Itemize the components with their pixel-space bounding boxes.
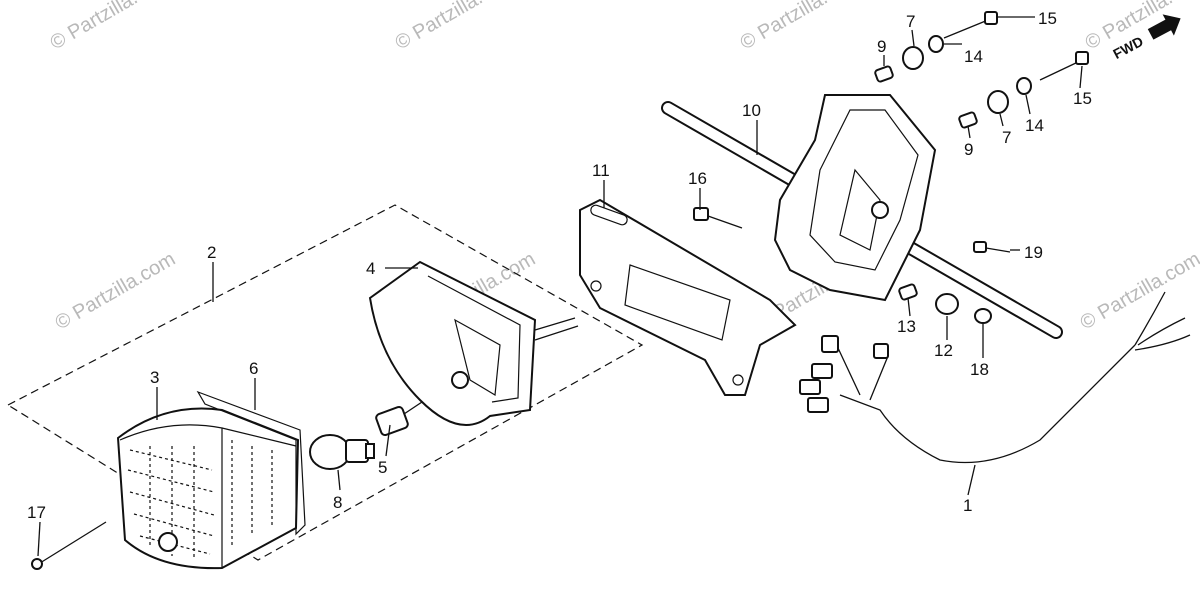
- callout-11: 11: [592, 161, 610, 180]
- callout-7a: 7: [906, 12, 915, 31]
- callout-4: 4: [366, 259, 375, 278]
- watermark: © Partzilla.com: [392, 0, 520, 54]
- callout-10: 10: [742, 101, 761, 120]
- leader-lines: [37, 16, 1083, 557]
- watermark: © Partzilla.com: [52, 248, 180, 334]
- callout-labels: 1 2 3 4 5 6 7 7 8 9 9 10 11 12 13 14 14 …: [27, 9, 1092, 522]
- watermark: © Partzilla.com: [47, 0, 175, 54]
- frame-bolt: [973, 241, 1011, 253]
- wiring-harness: [799, 291, 1191, 464]
- callout-12: 12: [934, 341, 953, 360]
- callout-2: 2: [207, 243, 216, 262]
- mounting-hardware-upper: [874, 11, 998, 83]
- callout-13: 13: [897, 317, 916, 336]
- callout-1: 1: [963, 496, 972, 515]
- lens-gasket: [196, 390, 306, 536]
- callout-14b: 14: [1025, 116, 1044, 135]
- rear-frame-bracket: [773, 94, 937, 302]
- callout-19: 19: [1024, 243, 1043, 262]
- taillight-lens: [116, 407, 300, 570]
- callout-7b: 7: [1002, 128, 1011, 147]
- arrow-icon: [1147, 14, 1181, 40]
- license-bracket: [579, 198, 797, 396]
- callout-15b: 15: [1073, 89, 1092, 108]
- spacer-collar-nut: [898, 283, 992, 324]
- watermark: © Partzilla.com: [737, 0, 865, 54]
- callout-3: 3: [150, 368, 159, 387]
- callout-16: 16: [688, 169, 707, 188]
- lens-screw: [31, 521, 107, 570]
- callout-6: 6: [249, 359, 258, 378]
- callout-18: 18: [970, 360, 989, 379]
- watermark: © Partzilla.com: [1077, 248, 1200, 334]
- bracket-bolt: [693, 207, 743, 229]
- bulb: [309, 434, 375, 470]
- callout-15a: 15: [1038, 9, 1057, 28]
- mounting-hardware-lower: [958, 51, 1089, 129]
- callout-17: 17: [27, 503, 46, 522]
- callout-5: 5: [378, 458, 387, 477]
- callout-14a: 14: [964, 47, 983, 66]
- taillight-housing: [368, 260, 579, 426]
- taillight-assembly-box: [6, 204, 644, 561]
- callout-9b: 9: [964, 140, 973, 159]
- callout-9a: 9: [877, 37, 886, 56]
- callout-8: 8: [333, 493, 342, 512]
